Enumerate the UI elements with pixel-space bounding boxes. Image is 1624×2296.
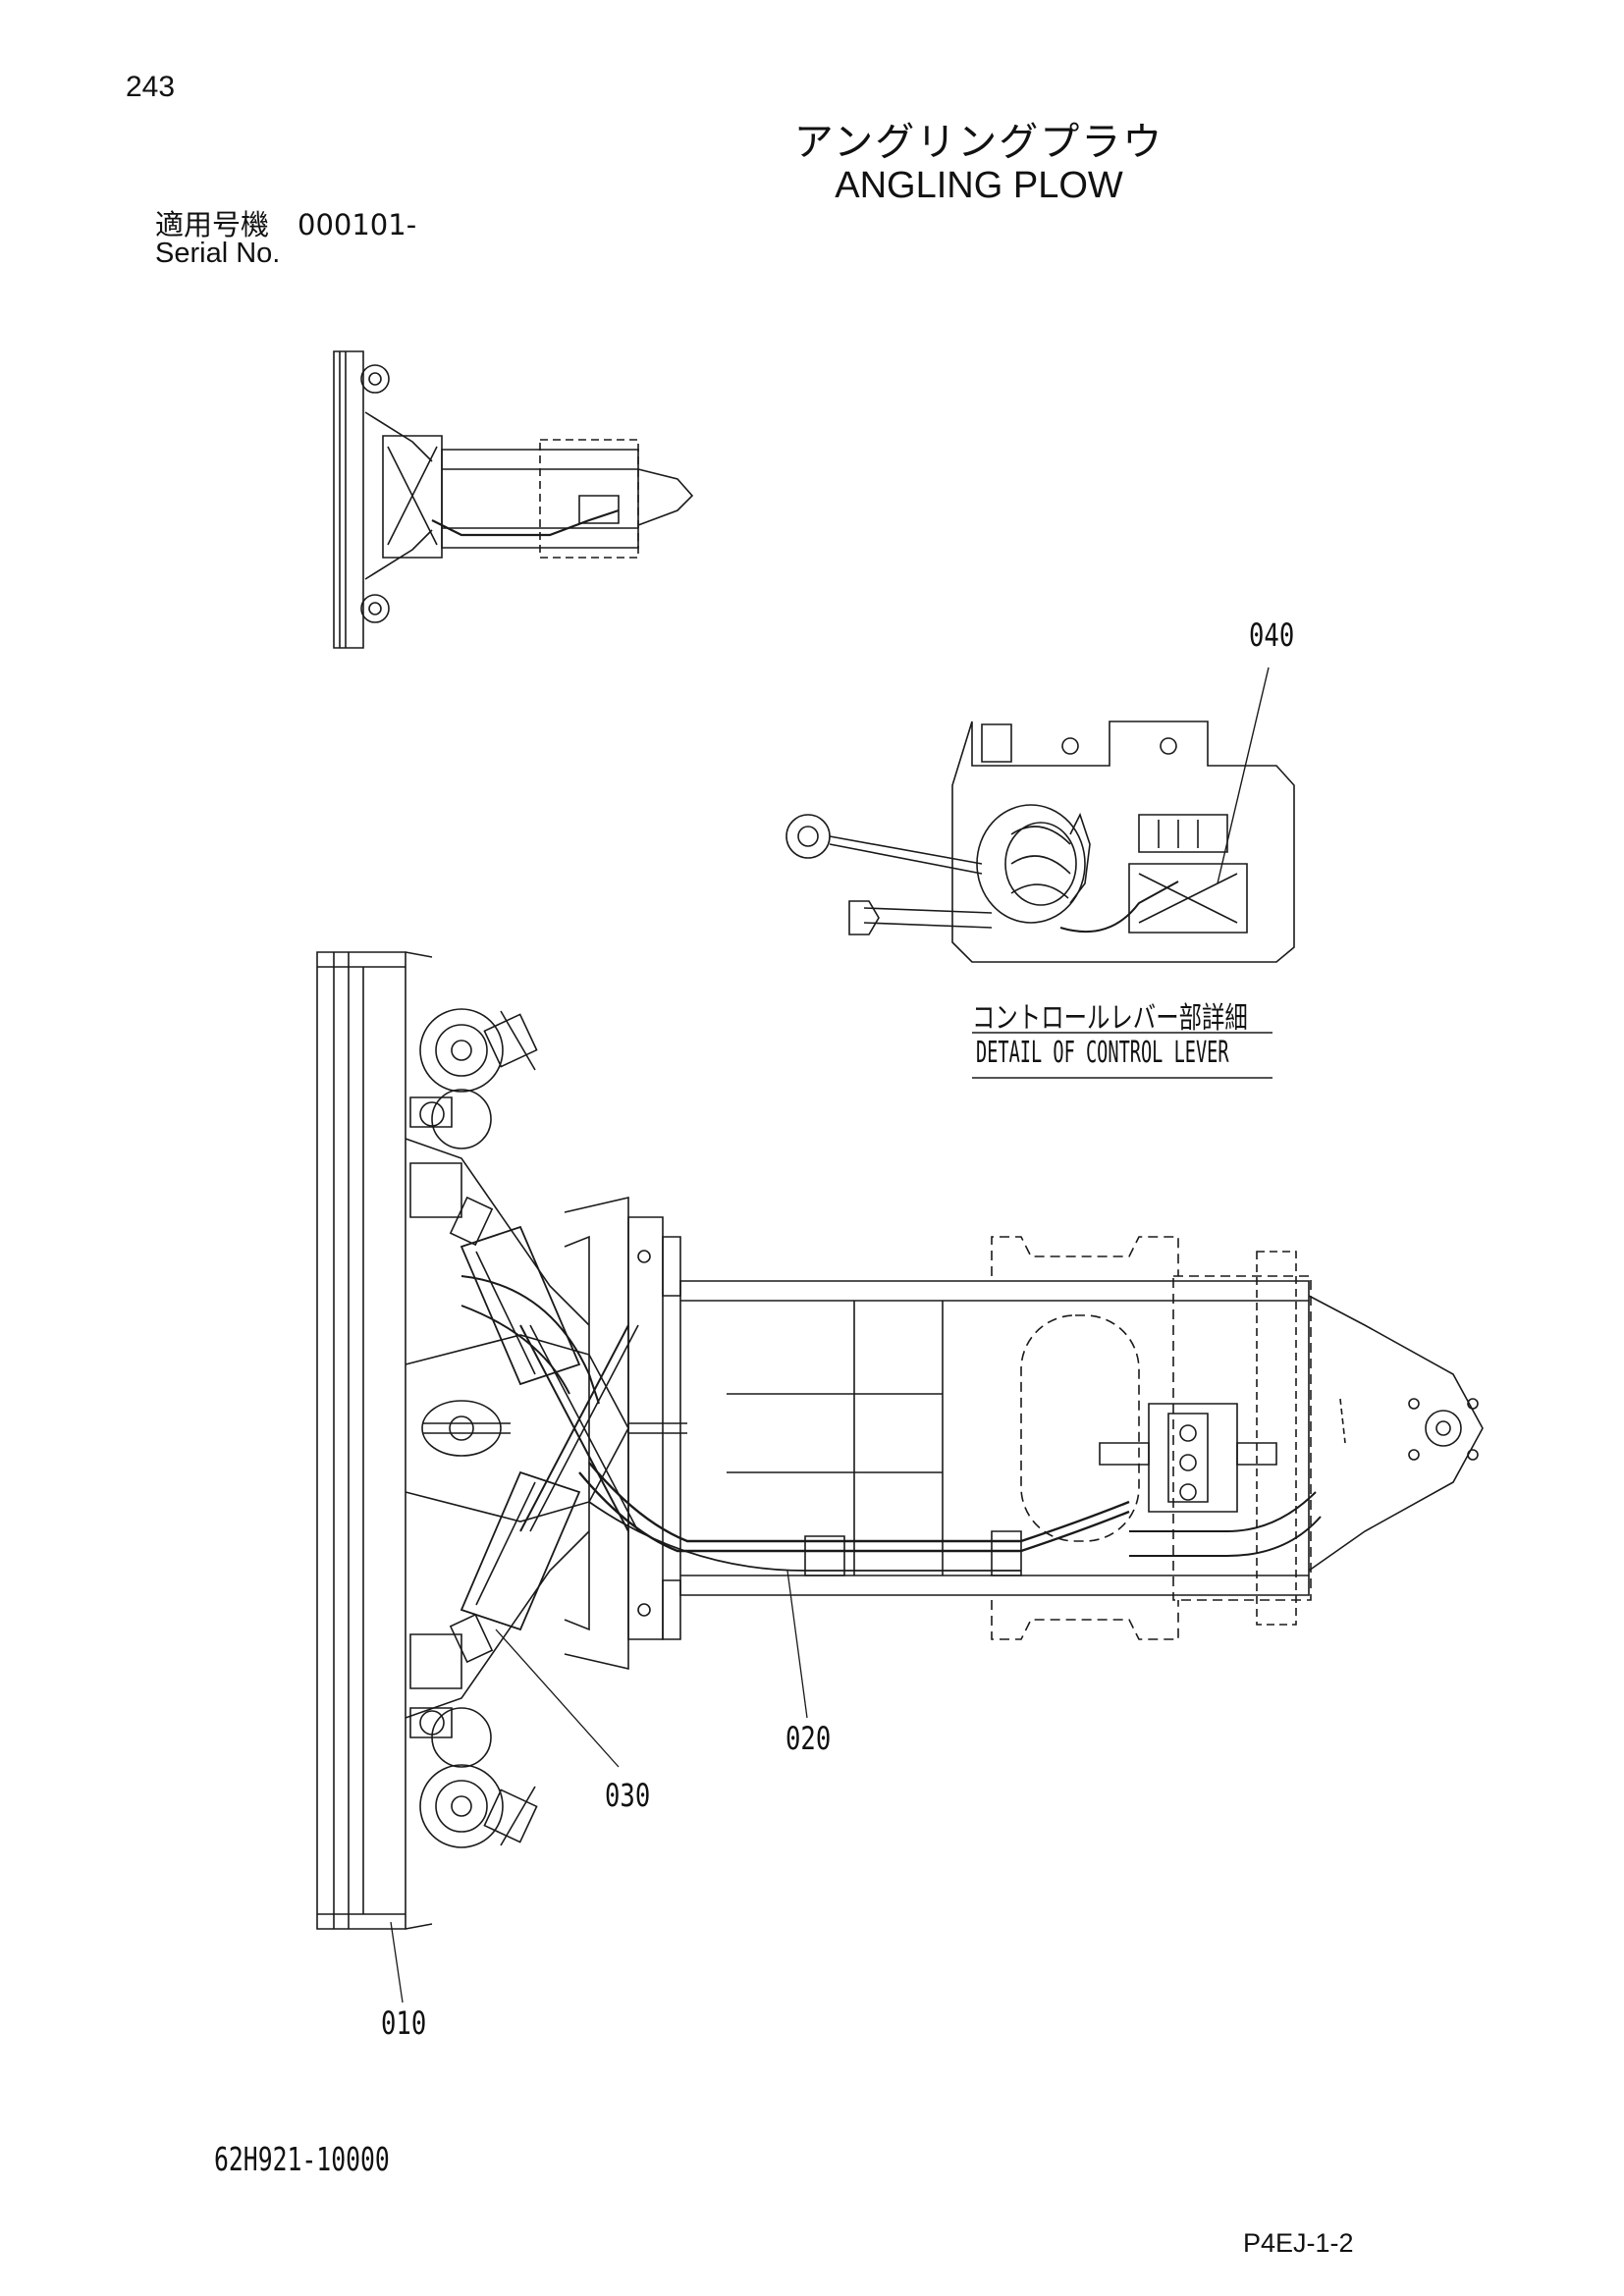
control-lever-detail: [786, 667, 1294, 1078]
overview-drawing: [334, 351, 692, 648]
page-number: 243: [126, 71, 176, 103]
serial-label: Serial No.: [155, 238, 281, 269]
page-code: P4EJ-1-2: [1243, 2228, 1354, 2258]
callout-030: 030: [605, 1777, 651, 1814]
detail-label: DETAIL OF CONTROL LEVER: [976, 1036, 1229, 1070]
main-plow-drawing: [317, 952, 1483, 2002]
page-title-japanese: アングリングプラウ: [793, 120, 1164, 165]
page-title: ANGLING PLOW: [835, 165, 1123, 206]
part-number: 62H921-10000: [214, 2140, 390, 2178]
callout-020: 020: [785, 1720, 832, 1757]
callout-010: 010: [381, 2004, 427, 2042]
detail-label-japanese: コントロールレバー部詳細: [972, 1001, 1248, 1036]
callout-040: 040: [1249, 616, 1295, 654]
serial-label-japanese: 適用号機 000101-: [155, 208, 417, 241]
